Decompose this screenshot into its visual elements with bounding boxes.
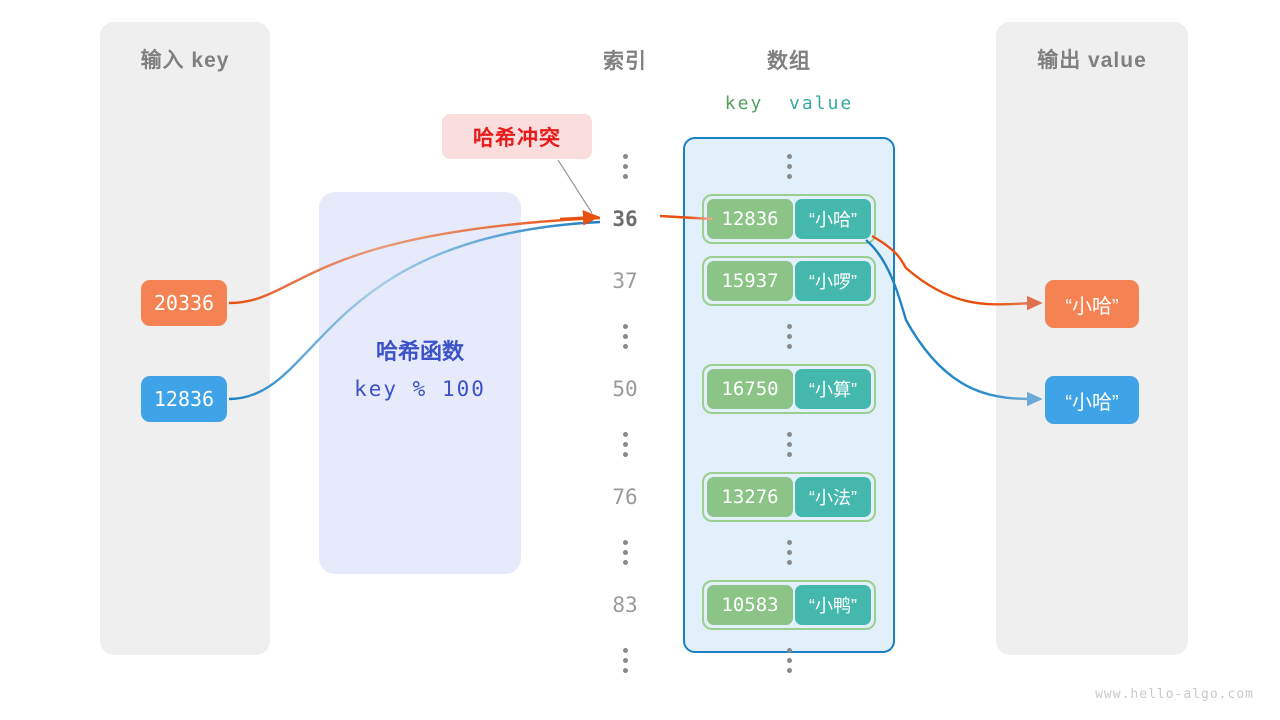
- collision-leader-line: [557, 159, 593, 214]
- input-key-panel: 输入 key: [100, 22, 270, 655]
- output-value-chip: “小哈”: [1045, 376, 1139, 424]
- array-bucket: 10583“小鸭”: [702, 580, 876, 630]
- bucket-key: 13276: [707, 477, 793, 517]
- key-value-heading: key value: [683, 93, 895, 114]
- output-value-panel: 输出 value: [996, 22, 1188, 655]
- bucket-value: “小法”: [795, 477, 871, 517]
- input-key-chip: 12836: [141, 376, 227, 422]
- index-cell: 37: [612, 269, 638, 293]
- index-ellipsis: [622, 154, 628, 179]
- index-ellipsis: [622, 540, 628, 565]
- array-column-heading: 数组: [767, 50, 811, 73]
- bucket-key: 10583: [707, 585, 793, 625]
- index-cell: 83: [612, 593, 638, 617]
- array-ellipsis: [786, 154, 792, 179]
- bucket-value: “小算”: [795, 369, 871, 409]
- value-heading-label: value: [789, 93, 854, 114]
- array-ellipsis: [786, 432, 792, 457]
- index-ellipsis: [622, 324, 628, 349]
- array-bucket: 12836“小哈”: [702, 194, 876, 244]
- array-bucket: 13276“小法”: [702, 472, 876, 522]
- index-ellipsis: [622, 648, 628, 673]
- key-heading-label: key: [724, 93, 764, 114]
- bucket-key: 16750: [707, 369, 793, 409]
- array-bucket: 15937“小啰”: [702, 256, 876, 306]
- index-ellipsis: [622, 432, 628, 457]
- array-ellipsis: [786, 648, 792, 673]
- watermark: www.hello-algo.com: [1095, 687, 1254, 702]
- array-ellipsis: [786, 540, 792, 565]
- input-panel-title: 输入 key: [140, 49, 230, 72]
- output-panel-title: 输出 value: [1037, 49, 1147, 72]
- hash-function-title: 哈希函数: [375, 339, 464, 364]
- hash-collision-label: 哈希冲突: [442, 114, 592, 159]
- bucket-value: “小鸭”: [795, 585, 871, 625]
- index-cell: 50: [612, 377, 638, 401]
- bucket-value: “小啰”: [795, 261, 871, 301]
- index-cell: 36: [612, 207, 638, 231]
- array-bucket: 16750“小算”: [702, 364, 876, 414]
- bucket-key: 12836: [707, 199, 793, 239]
- hash-function-box: 哈希函数 key % 100: [319, 192, 521, 574]
- array-ellipsis: [786, 324, 792, 349]
- input-key-chip: 20336: [141, 280, 227, 326]
- index-cell: 76: [612, 485, 638, 509]
- index-column-heading: 索引: [603, 50, 647, 73]
- bucket-value: “小哈”: [795, 199, 871, 239]
- hash-function-formula: key % 100: [354, 377, 486, 401]
- output-value-chip: “小哈”: [1045, 280, 1139, 328]
- bucket-key: 15937: [707, 261, 793, 301]
